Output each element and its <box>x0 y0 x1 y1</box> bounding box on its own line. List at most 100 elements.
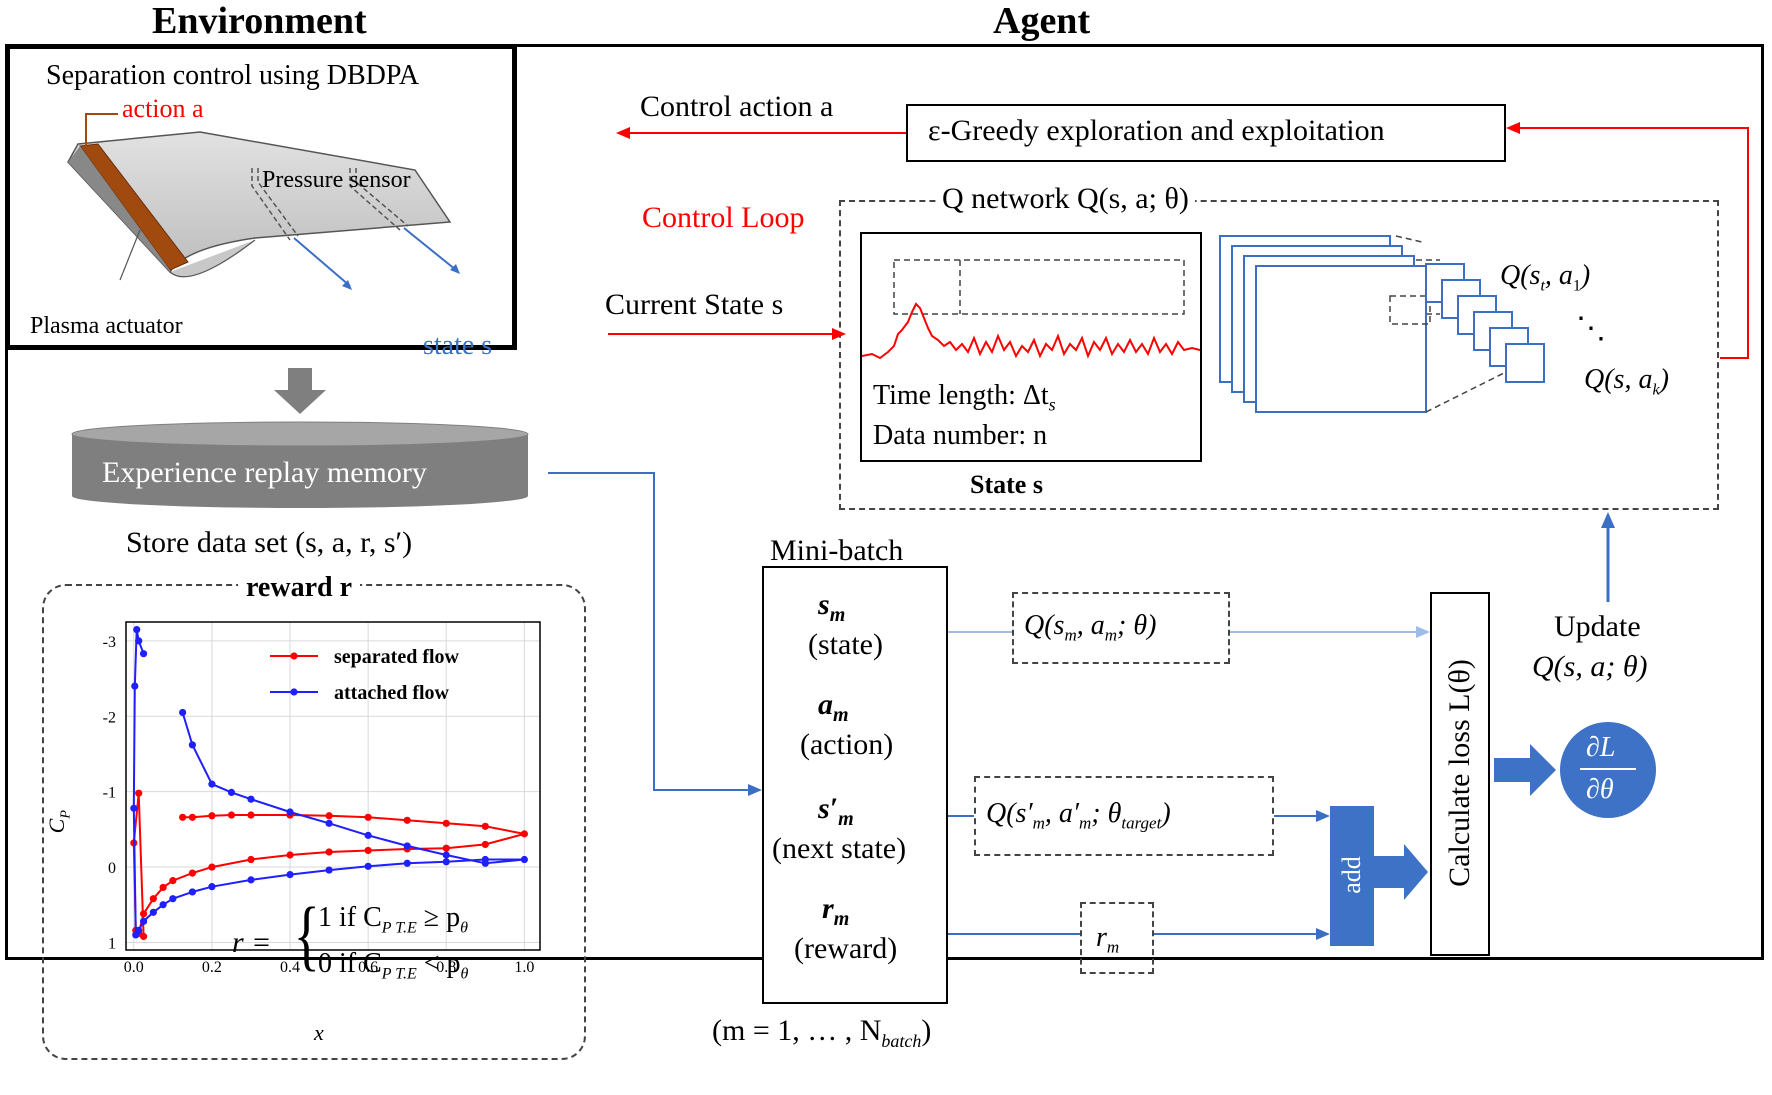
mb-sp-m: s′m <box>818 792 854 830</box>
x-tick-5: 1.0 <box>514 959 534 976</box>
series-1-point-29 <box>133 625 141 634</box>
reward-formula-prefix: r = <box>232 926 272 959</box>
x-tick-3: 0.6 <box>358 959 378 976</box>
series-1-point-4 <box>247 795 255 803</box>
reward-case-2: 0 if CP T.E < pθ <box>318 948 469 983</box>
add-block <box>1330 806 1374 946</box>
replay-memory-cylinder <box>71 421 529 508</box>
legend-marker-0 <box>290 652 298 660</box>
plot-frame <box>125 621 541 951</box>
minibatch-title: Mini-batch <box>770 534 904 567</box>
chart-xlabel: x <box>314 1020 324 1045</box>
calculate-loss-box <box>1430 592 1490 956</box>
series-0-point-3 <box>227 811 236 819</box>
gradient-denominator: ∂θ <box>1586 774 1614 805</box>
minibatch-box <box>762 566 948 1004</box>
state-label: state s <box>423 330 493 361</box>
greedy-label: ε-Greedy exploration and exploitation <box>928 114 1385 147</box>
gradient-fraction-bar <box>1580 768 1636 770</box>
update-q-label: Q(s, a; θ) <box>1532 650 1648 683</box>
series-1-point-0 <box>179 708 187 717</box>
current-state-label: Current State s <box>605 288 784 321</box>
series-1-point-2 <box>208 780 216 788</box>
series-1-point-22 <box>159 901 167 909</box>
minibatch-range: (m = 1, … , Nbatch) <box>712 1014 932 1051</box>
q-target-box <box>974 776 1274 856</box>
control-loop-label: Control Loop <box>642 201 805 234</box>
series-0-point-20 <box>188 869 196 877</box>
greedy-box <box>906 104 1506 162</box>
series-1-point-21 <box>169 895 177 903</box>
series-0-point-13 <box>442 844 450 852</box>
series-1-point-28 <box>131 682 139 690</box>
series-1-point-23 <box>149 908 157 916</box>
q-network-label: Q network Q(s, a; θ) <box>936 184 1195 214</box>
series-0-point-1 <box>188 813 196 821</box>
y-tick-0: -3 <box>103 634 116 651</box>
output-neuron-6 <box>1505 343 1545 383</box>
x-tick-0: 0.0 <box>124 959 144 976</box>
series-1-point-20 <box>188 888 196 896</box>
series-1-point-31 <box>139 650 148 658</box>
series-0-point-16 <box>325 848 333 856</box>
series-1-point-26 <box>132 931 140 939</box>
series-0-point-24 <box>139 910 148 918</box>
series-0-point-21 <box>169 877 177 885</box>
series-0-point-0 <box>179 813 187 821</box>
gradient-circle <box>1560 722 1656 818</box>
legend-label-1: attached flow <box>334 682 450 704</box>
series-0-point-12 <box>481 840 489 849</box>
series-1-point-1 <box>188 741 196 749</box>
series-0-point-29 <box>139 932 148 941</box>
agent-header: Agent <box>993 0 1091 42</box>
series-0-point-23 <box>149 895 157 903</box>
y-tick-1: -2 <box>103 709 116 726</box>
mb-r-m: rm <box>822 892 850 930</box>
legend-marker-1 <box>290 688 298 696</box>
series-0-point-6 <box>325 812 333 820</box>
state-signal-plot <box>862 259 1200 360</box>
series-1-point-14 <box>403 859 411 867</box>
series-1-point-8 <box>403 842 411 850</box>
series-1-point-13 <box>442 858 450 866</box>
series-1-point-27 <box>130 804 138 812</box>
gradient-numerator: ∂L <box>1586 732 1616 763</box>
x-tick-1: 0.2 <box>202 959 222 976</box>
action-label: action a <box>122 94 204 123</box>
environment-header: Environment <box>152 0 367 42</box>
series-1-point-5 <box>286 808 294 816</box>
state-caption: State s <box>970 470 1043 499</box>
y-tick-4: 1 <box>108 935 116 952</box>
x-tick-4: 0.8 <box>436 959 456 976</box>
y-tick-3: 0 <box>108 860 116 877</box>
data-number-label: Data number: n <box>873 420 1048 451</box>
series-1-point-16 <box>325 866 333 874</box>
env-panel-title: Separation control using DBDPA <box>46 60 420 91</box>
r-m-label: rm <box>1096 922 1120 957</box>
mb-r-m-desc: (reward) <box>794 932 898 965</box>
series-0-point-22 <box>159 883 167 892</box>
state-signal-trace <box>862 302 1200 360</box>
mb-s-m-desc: (state) <box>808 628 883 661</box>
plasma-actuator-label: Plasma actuator <box>30 313 183 339</box>
series-1-point-24 <box>139 917 148 925</box>
x-tick-2: 0.4 <box>280 959 300 976</box>
q-target-label: Q(s′m, a′m; θtarget) <box>986 798 1171 833</box>
series-1-point-3 <box>227 788 236 797</box>
series-0-point-10 <box>481 822 489 830</box>
cnn-layers <box>1219 235 1545 413</box>
series-1-point-30 <box>135 637 143 645</box>
mb-sp-m-desc: (next state) <box>772 832 907 865</box>
series-1-point-15 <box>364 862 372 870</box>
series-0-point-9 <box>442 819 450 827</box>
series-1-point-11 <box>520 855 528 864</box>
store-data-label: Store data set (s, a, r, s′) <box>126 526 413 559</box>
series-1-point-17 <box>286 870 294 879</box>
series-1-point-19 <box>208 883 216 891</box>
mb-s-m: sm <box>818 588 846 626</box>
y-tick-2: -1 <box>103 785 116 802</box>
reward-case-1: 1 if CP T.E ≥ pθ <box>318 902 468 937</box>
control-action-label: Control action a <box>640 90 834 123</box>
env-to-memory-arrow <box>274 368 326 414</box>
